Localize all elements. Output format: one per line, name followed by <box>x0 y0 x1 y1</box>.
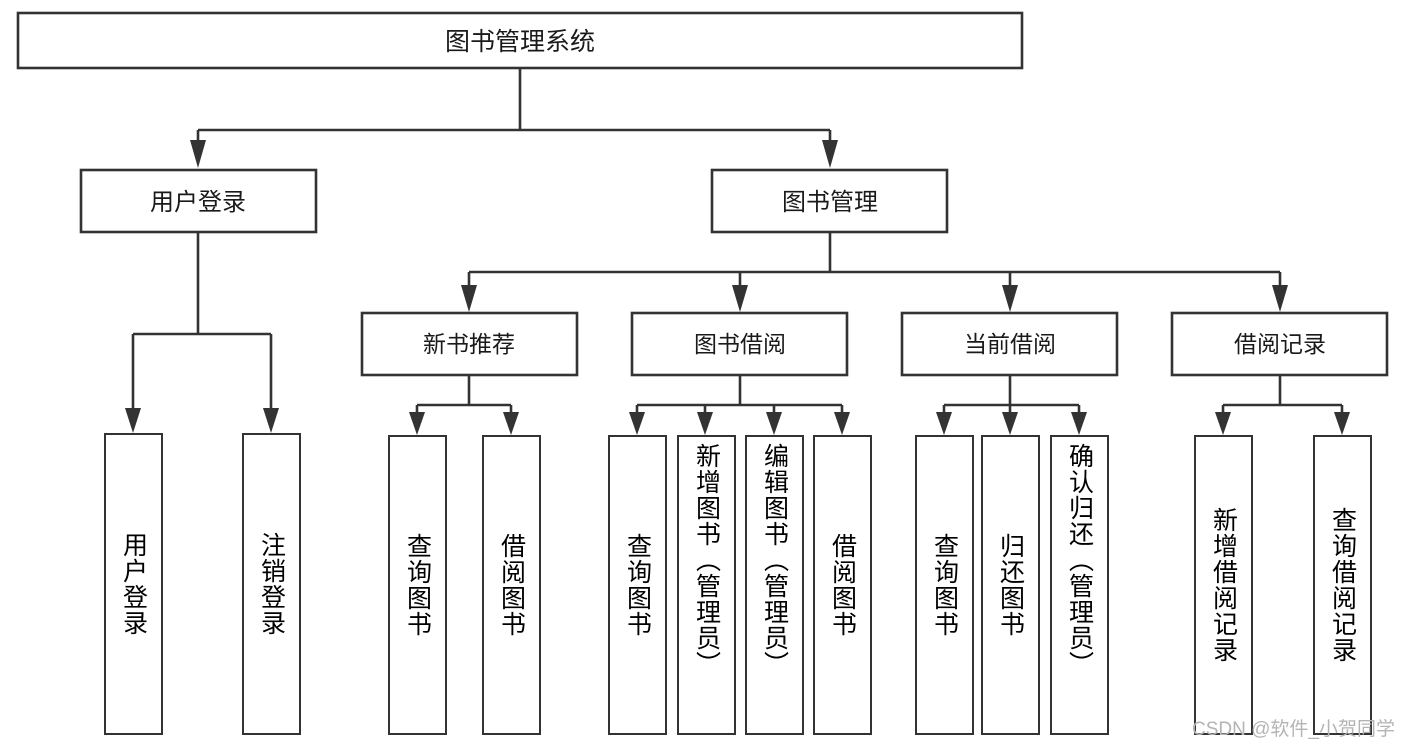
leaf-node[interactable]: 借阅图书 <box>482 435 541 735</box>
arrow-head-icon <box>732 285 748 312</box>
node-root-label: 图书管理系统 <box>445 28 595 56</box>
leaf-node[interactable]: 查询图书 <box>608 435 667 735</box>
arrow-head-icon <box>697 412 713 435</box>
leaf-node[interactable]: 新增借阅记录 <box>1194 435 1253 735</box>
leaf-node-label: 查询借阅记录 <box>1328 507 1357 663</box>
node-user-login-box[interactable] <box>79 168 318 234</box>
leaf-node-label: 新增借阅记录 <box>1209 507 1238 663</box>
arrow-head-icon <box>766 412 782 435</box>
leaf-node[interactable]: 借阅图书 <box>813 435 872 735</box>
node-current-borrow-label: 当前借阅 <box>964 331 1056 357</box>
leaf-node-label: 归还图书 <box>996 533 1025 637</box>
node-borrow-record[interactable]: 借阅记录 <box>1170 311 1389 377</box>
connector-bookborrow-to-leaves <box>629 375 850 435</box>
leaf-node[interactable]: 注销登录 <box>242 433 301 735</box>
leaf-node[interactable]: 编辑图书（管理员） <box>745 435 804 735</box>
leaf-node-label: 查询图书 <box>623 533 652 637</box>
connector-userlogin-to-leaves <box>125 232 279 433</box>
leaf-node[interactable]: 用户登录 <box>104 433 163 735</box>
arrow-head-icon <box>822 140 838 168</box>
node-user-login[interactable]: 用户登录 <box>79 168 318 234</box>
leaf-node-label: 查询图书 <box>930 533 959 637</box>
leaf-node[interactable]: 查询图书 <box>915 435 974 735</box>
leaf-node-label: 注销登录 <box>257 532 286 636</box>
arrow-head-icon <box>409 412 425 435</box>
leaf-node[interactable]: 新增图书（管理员） <box>677 435 736 735</box>
leaf-node-label: 用户登录 <box>119 532 148 636</box>
node-new-book-recommend[interactable]: 新书推荐 <box>360 311 579 377</box>
leaf-node[interactable]: 查询借阅记录 <box>1313 435 1372 735</box>
leaf-node-label: 新增图书（管理员） <box>692 443 721 677</box>
node-root[interactable]: 图书管理系统 <box>16 11 1024 70</box>
arrow-head-icon <box>461 285 477 312</box>
arrow-head-icon <box>1071 412 1087 435</box>
arrow-head-icon <box>263 408 279 433</box>
node-new-book-recommend-label: 新书推荐 <box>423 331 515 357</box>
connector-root-to-level2 <box>190 68 838 168</box>
connector-newbook-to-leaves <box>409 375 519 435</box>
leaf-node[interactable]: 归还图书 <box>981 435 1040 735</box>
node-user-login-label: 用户登录 <box>150 189 246 216</box>
connector-currentborrow-to-leaves <box>936 375 1087 435</box>
node-current-borrow-box[interactable] <box>900 311 1119 377</box>
leaf-node-label: 借阅图书 <box>828 533 857 637</box>
arrow-head-icon <box>1215 412 1231 435</box>
leaf-node-label: 查询图书 <box>403 533 432 637</box>
leaf-node-label: 借阅图书 <box>497 533 526 637</box>
node-borrow-record-label: 借阅记录 <box>1234 331 1326 357</box>
arrow-head-icon <box>125 408 141 433</box>
arrow-head-icon <box>503 412 519 435</box>
connector-bookmgmt-to-level3 <box>461 232 1288 312</box>
arrow-head-icon <box>629 412 645 435</box>
node-book-management-box[interactable] <box>710 168 949 234</box>
node-new-book-recommend-box[interactable] <box>360 311 579 377</box>
arrow-head-icon <box>1002 285 1018 312</box>
node-book-borrow-box[interactable] <box>630 311 849 377</box>
node-borrow-record-box[interactable] <box>1170 311 1389 377</box>
arrow-head-icon <box>834 412 850 435</box>
node-book-management-label: 图书管理 <box>782 189 878 216</box>
node-book-borrow-label: 图书借阅 <box>694 331 786 357</box>
leaf-node[interactable]: 确认归还（管理员） <box>1050 435 1109 735</box>
connector-borrowrecord-to-leaves <box>1215 375 1350 435</box>
arrow-head-icon <box>1002 412 1018 435</box>
node-book-borrow[interactable]: 图书借阅 <box>630 311 849 377</box>
arrow-head-icon <box>190 140 206 168</box>
leaf-node-label: 确认归还（管理员） <box>1065 443 1094 677</box>
leaf-node[interactable]: 查询图书 <box>388 435 447 735</box>
arrow-head-icon <box>936 412 952 435</box>
node-current-borrow[interactable]: 当前借阅 <box>900 311 1119 377</box>
node-book-management[interactable]: 图书管理 <box>710 168 949 234</box>
leaf-node-label: 编辑图书（管理员） <box>760 443 789 677</box>
arrow-head-icon <box>1334 412 1350 435</box>
node-root-box[interactable] <box>16 11 1024 70</box>
arrow-head-icon <box>1272 285 1288 312</box>
